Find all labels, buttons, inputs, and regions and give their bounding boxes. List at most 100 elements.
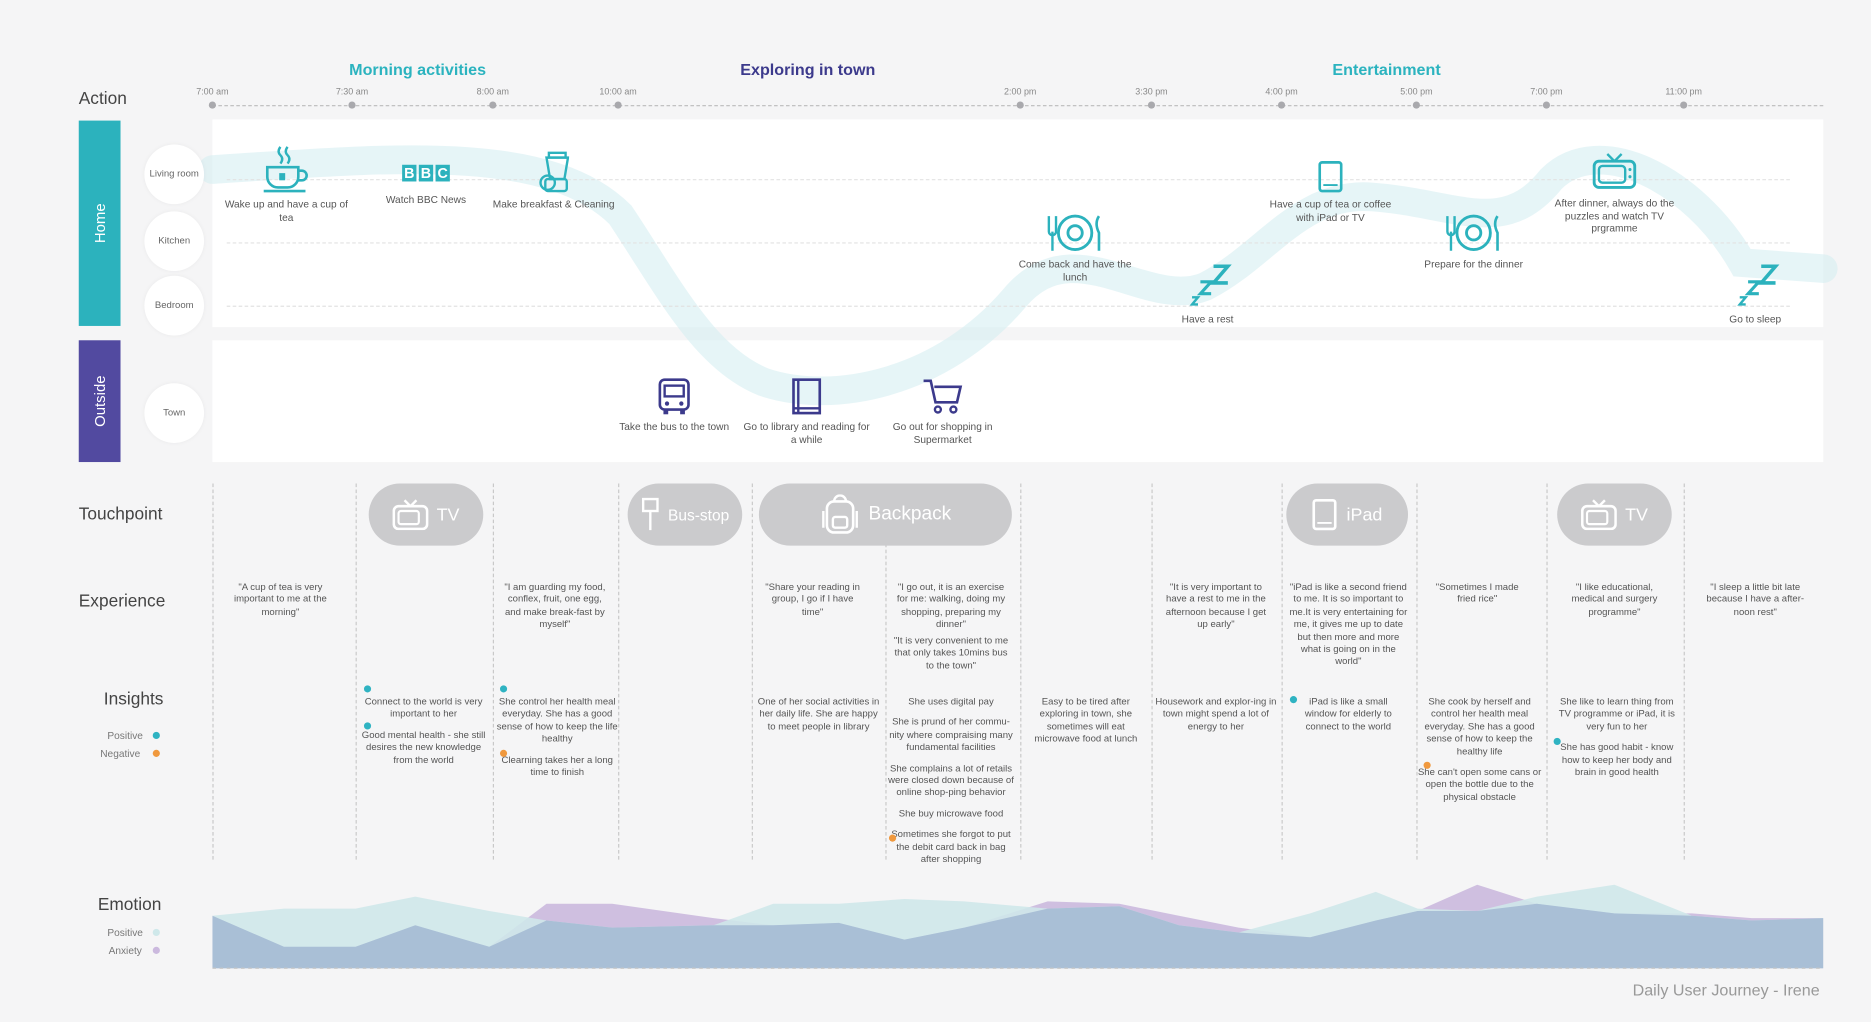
row-label-emotion: Emotion <box>97 895 162 915</box>
emotion-legend-positive: Positive <box>107 926 143 939</box>
activity-tea-with-ipad: Have a cup of tea or coffee with iPad or… <box>1265 160 1396 224</box>
insight-group-tv-evening: She like to learn thing from TV programm… <box>1555 696 1679 787</box>
time-divider <box>355 483 357 860</box>
positive-dot <box>363 685 372 693</box>
emotion-chart <box>212 884 1824 969</box>
insight-text: She uses digital pay <box>908 696 994 707</box>
legend-positive-dot <box>152 731 160 740</box>
time-label: 4:00 pm <box>1265 85 1298 97</box>
experience-quote: "Share your reading in group, I go if I … <box>765 581 860 618</box>
shopping-cart-icon <box>923 379 963 414</box>
emotion-overlap-area <box>212 903 1824 969</box>
outside-panel <box>212 340 1824 463</box>
activity-after-dinner-tv: After dinner, always do the puzzles and … <box>1549 152 1680 235</box>
experience-quote: "iPad is like a second friend to me. It … <box>1289 581 1408 667</box>
emotion-anxiety-dot <box>152 946 160 954</box>
insight-text: Clearning takes her a long time to finis… <box>501 754 613 778</box>
touchpoint-tv: TV <box>368 483 484 546</box>
positive-dot <box>1289 696 1298 704</box>
insight-text: She complains a lot of retails were clos… <box>888 762 1014 798</box>
insight-text: Housework and explor-ing in town might s… <box>1155 696 1277 732</box>
insight-group-shopping: She uses digital pay She is prund of her… <box>887 696 1016 874</box>
bbc-logo-icon: B B C <box>402 164 450 182</box>
teacup-icon <box>263 146 308 193</box>
insight-group-breakfast: She control her health meal everyday. Sh… <box>495 696 619 787</box>
time-label: 2:00 pm <box>1004 85 1037 97</box>
time-divider <box>1020 483 1022 860</box>
activity-take-bus: Take the bus to the town <box>609 377 740 433</box>
experience-quote: "Sometimes I made fried rice" <box>1435 581 1519 605</box>
insight-text: One of her social activities in her dail… <box>757 696 880 732</box>
insight-text: She is prund of her commu-nity where com… <box>889 716 1013 753</box>
tablet-icon <box>1318 161 1343 193</box>
place-town: Town <box>144 383 205 443</box>
time-marker <box>208 101 216 109</box>
blender-icon <box>539 151 570 193</box>
time-marker <box>1680 101 1688 109</box>
book-icon <box>792 378 822 415</box>
phase-exploring-in-town: Exploring in town <box>740 60 876 79</box>
bus-icon <box>658 378 690 415</box>
insight-group-ipad: iPad is like a small window for elderly … <box>1293 696 1403 742</box>
time-divider <box>1416 483 1418 860</box>
phase-entertainment: Entertainment <box>1332 60 1441 79</box>
touchpoint-backpack: Backpack <box>758 483 1012 546</box>
zone-outside: Outside <box>78 340 121 463</box>
experience-quote: "I sleep a little bit late because I hav… <box>1706 581 1805 618</box>
plate-cutlery-icon <box>1047 214 1101 251</box>
positive-dot <box>363 722 372 730</box>
time-divider <box>1151 483 1153 860</box>
bus-stop-icon <box>641 497 659 531</box>
time-marker <box>1277 101 1286 109</box>
positive-dot <box>1553 737 1561 746</box>
time-marker <box>1016 101 1024 109</box>
insight-text: Easy to be tired after exploring in town… <box>1034 696 1138 745</box>
place-living-room: Living room <box>144 144 205 205</box>
time-divider <box>618 483 620 860</box>
insight-group-lunch: Easy to be tired after exploring in town… <box>1024 696 1148 754</box>
experience-quote: "A cup of tea is very important to me at… <box>233 581 327 618</box>
experience-quote: "I like educational, medical and surgery… <box>1571 581 1658 618</box>
insight-text: iPad is like a small window for elderly … <box>1304 696 1392 732</box>
time-marker <box>348 101 356 109</box>
place-kitchen: Kitchen <box>144 211 205 272</box>
time-divider <box>492 483 495 860</box>
insight-group-rest: Housework and explor-ing in town might s… <box>1154 696 1278 742</box>
activity-make-breakfast: Make breakfast & Cleaning <box>488 150 619 210</box>
zone-home: Home <box>78 120 121 326</box>
experience-quote: "It is very important to have a rest to … <box>1165 581 1267 630</box>
tv-icon <box>1592 153 1637 189</box>
time-label: 7:00 am <box>196 85 229 97</box>
plate-cutlery-icon <box>1446 214 1499 251</box>
emotion-legend-anxiety: Anxiety <box>108 944 142 957</box>
insight-text: Good mental health - she still desires t… <box>361 729 486 765</box>
guide-line <box>226 179 1790 181</box>
time-marker <box>1542 101 1551 109</box>
experience-quote: "I go out, it is an exercise for me: wal… <box>896 581 1006 630</box>
activity-wake-up-tea: Wake up and have a cup of tea <box>221 143 352 223</box>
time-divider <box>212 483 214 860</box>
place-bedroom: Bedroom <box>144 275 205 336</box>
time-marker <box>1147 101 1156 109</box>
insight-text: She cook by herself and control her heal… <box>1424 696 1535 757</box>
insight-text: She can't open some cans or open the bot… <box>1417 766 1542 803</box>
journey-path <box>198 145 1838 406</box>
guide-line <box>226 305 1790 307</box>
negative-dot <box>888 834 897 842</box>
row-label-touchpoint: Touchpoint <box>78 505 163 525</box>
emotion-positive-dot <box>152 928 160 937</box>
time-label: 10:00 am <box>599 85 637 97</box>
insight-group-library: One of her social activities in her dail… <box>757 696 881 742</box>
negative-dot <box>499 749 508 757</box>
activity-watch-bbc-news: B B C Watch BBC News <box>360 164 491 206</box>
time-divider <box>1546 483 1548 860</box>
insight-text: She control her health meal everyday. Sh… <box>496 696 618 745</box>
touchpoint-ipad: iPad <box>1286 483 1409 546</box>
negative-dot <box>1423 761 1431 769</box>
activity-lunch: Come back and have the lunch <box>1009 213 1140 284</box>
row-label-experience: Experience <box>78 592 166 612</box>
time-label: 7:00 pm <box>1530 85 1563 97</box>
insight-text: Sometimes she forgot to put the debit ca… <box>891 828 1011 865</box>
legend-negative-dot <box>152 749 160 757</box>
legend-positive: Positive <box>107 729 143 742</box>
